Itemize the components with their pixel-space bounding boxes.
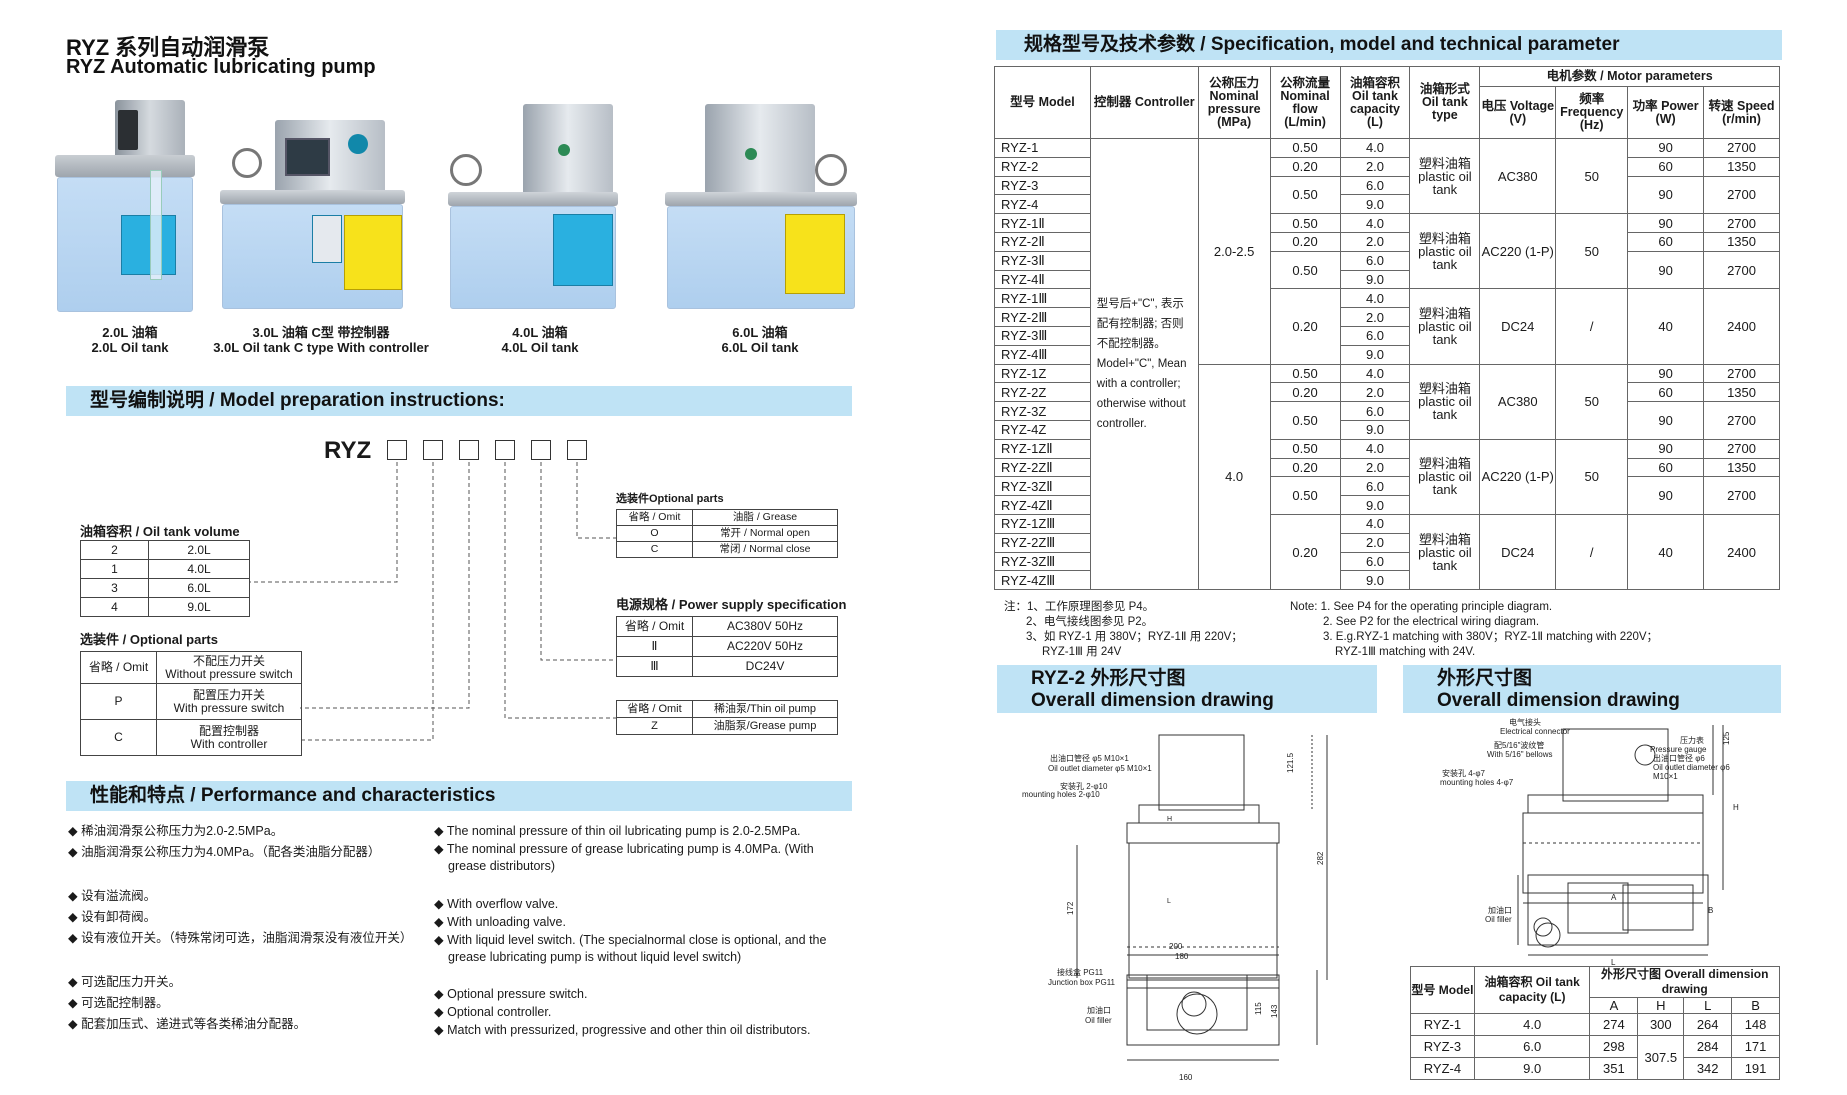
perf-en-0: ◆ The nominal pressure of thin oil lubri… bbox=[434, 824, 801, 838]
dim-label-0: 电气接头 bbox=[1509, 718, 1541, 727]
perf-en-1: ◆ The nominal pressure of grease lubrica… bbox=[434, 842, 814, 873]
perf-zh-2: ◆ 设有溢流阀。 bbox=[68, 889, 157, 903]
dim2-160: 160 bbox=[1179, 1073, 1193, 1082]
perf-zh-6: ◆ 可选配控制器。 bbox=[68, 996, 169, 1010]
dim2-label-1: Oil outlet diameter φ5 M10×1 bbox=[1048, 764, 1152, 773]
dim2-label-5: Junction box PG11 bbox=[1048, 978, 1116, 987]
dim-label-8: M10×1 bbox=[1653, 772, 1678, 781]
perf-en-4: ◆ With liquid level switch. (The special… bbox=[434, 933, 827, 964]
perf-en-5: ◆ Optional pressure switch. bbox=[434, 987, 588, 1001]
product-photo-6l bbox=[665, 104, 857, 312]
spec-heading: 规格型号及技术参数 / Specification, model and tec… bbox=[996, 30, 1782, 60]
dim-label-3: With 5/16" bellows bbox=[1487, 750, 1553, 759]
model-code: RYZ bbox=[324, 437, 372, 464]
page-title-en: RYZ Automatic lubricating pump bbox=[66, 56, 376, 78]
dim2-label-4: 接线盒 PG11 bbox=[1057, 968, 1104, 977]
dim2-282: 282 bbox=[1316, 851, 1325, 865]
dimension-table: 型号 Model 油箱容积 Oil tank capacity (L) 外形尺寸… bbox=[1410, 966, 1780, 1080]
product-photo-3l bbox=[220, 120, 405, 312]
dim2-drawing: 121.5 282 172 200 180 115 143 160 H L bbox=[1066, 734, 1328, 1082]
dim-label-10: mounting holes 4-φ7 bbox=[1440, 778, 1514, 787]
dim2-115: 115 bbox=[1254, 1002, 1263, 1015]
dim2-label-0: 出油口管径 φ5 M10×1 bbox=[1050, 754, 1129, 763]
dim-label-2: 配5/16"波纹管 bbox=[1494, 741, 1545, 750]
dim2-143: 143 bbox=[1270, 1004, 1279, 1018]
dim2-label-7: Oil filler bbox=[1085, 1016, 1112, 1025]
spec-table: 型号 Model 控制器 Controller 公称压力 Nominal pre… bbox=[994, 66, 1780, 591]
page-title-zh: RYZ 系列自动润滑泵 bbox=[66, 35, 270, 60]
perf-en-2: ◆ With overflow valve. bbox=[434, 897, 559, 911]
dim-drawing: 125 H A B L bbox=[1517, 725, 1739, 965]
dim2-label-3: mounting holes 2-φ10 bbox=[1022, 790, 1100, 799]
product-photo-2l bbox=[55, 100, 195, 315]
dim-label-6: 出油口管径 φ6 bbox=[1653, 754, 1705, 763]
dim-label-11: 加油口 bbox=[1488, 906, 1512, 915]
model-prep-heading: 型号编制说明 / Model preparation instructions: bbox=[66, 386, 852, 416]
notes-en: Note: 1. See P4 for the operating princi… bbox=[1290, 601, 1659, 658]
tank-volume-header: 油箱容积 / Oil tank volume bbox=[80, 524, 240, 539]
dim-label-5: Pressure gauge bbox=[1650, 745, 1707, 754]
dim2-label-2: 安装孔 2-φ10 bbox=[1060, 782, 1108, 791]
dim2-l: L bbox=[1167, 898, 1171, 905]
optional-parts2-header: 选装件Optional parts bbox=[616, 493, 724, 505]
perf-en-7: ◆ Match with pressurized, progressive an… bbox=[434, 1023, 811, 1037]
dim2-180: 180 bbox=[1175, 952, 1189, 961]
perf-zh-1: ◆ 油脂润滑泵公称压力为4.0MPa。（配各类油脂分配器） bbox=[68, 845, 381, 859]
dim2-200: 200 bbox=[1169, 942, 1183, 951]
notes-zh: 注：1、工作原理图参见 P4。 2、电气接线图参见 P2。 3、如 RYZ-1 … bbox=[1004, 601, 1243, 658]
dim-label-4: 压力表 bbox=[1680, 736, 1704, 745]
dim-label-1: Electrical connector bbox=[1500, 727, 1570, 736]
performance-heading: 性能和特点 / Performance and characteristics bbox=[66, 781, 852, 811]
dim-h: H bbox=[1733, 803, 1739, 812]
dim2-h: H bbox=[1167, 816, 1172, 823]
dim-l: L bbox=[1611, 958, 1616, 965]
perf-zh-4: ◆ 设有液位开关。（特殊常闭可选，油脂润滑泵没有液位开关） bbox=[68, 931, 413, 945]
controller-note: 型号后+"C", 表示配有控制器; 否则不配控制器。 Model+"C", Me… bbox=[1089, 137, 1199, 591]
dim-125: 125 bbox=[1722, 731, 1731, 745]
dim2-label-6: 加油口 bbox=[1087, 1006, 1111, 1015]
perf-zh-3: ◆ 设有卸荷阀。 bbox=[68, 910, 157, 924]
optional-parts-header: 选装件 / Optional parts bbox=[80, 632, 218, 647]
dim-b: B bbox=[1708, 906, 1713, 915]
dim2-121-5: 121.5 bbox=[1286, 752, 1295, 773]
perf-en-6: ◆ Optional controller. bbox=[434, 1005, 552, 1019]
dim-label-7: Oil outlet diameter φ6 bbox=[1653, 763, 1730, 772]
perf-zh-0: ◆ 稀油润滑泵公称压力为2.0-2.5MPa。 bbox=[68, 824, 284, 838]
perf-en-3: ◆ With unloading valve. bbox=[434, 915, 566, 929]
dim-label-9: 安装孔 4-φ7 bbox=[1442, 769, 1485, 778]
power-supply-header: 电源规格 / Power supply specification bbox=[616, 597, 847, 612]
dim-a: A bbox=[1611, 893, 1617, 902]
product-photo-4l bbox=[448, 104, 618, 312]
dim2-172: 172 bbox=[1066, 901, 1075, 915]
perf-zh-5: ◆ 可选配压力开关。 bbox=[68, 975, 182, 989]
perf-zh-7: ◆ 配套加压式、递进式等各类稀油分配器。 bbox=[68, 1017, 307, 1031]
model-leader-lines bbox=[250, 462, 616, 741]
dim-label-12: Oil filler bbox=[1485, 915, 1512, 924]
